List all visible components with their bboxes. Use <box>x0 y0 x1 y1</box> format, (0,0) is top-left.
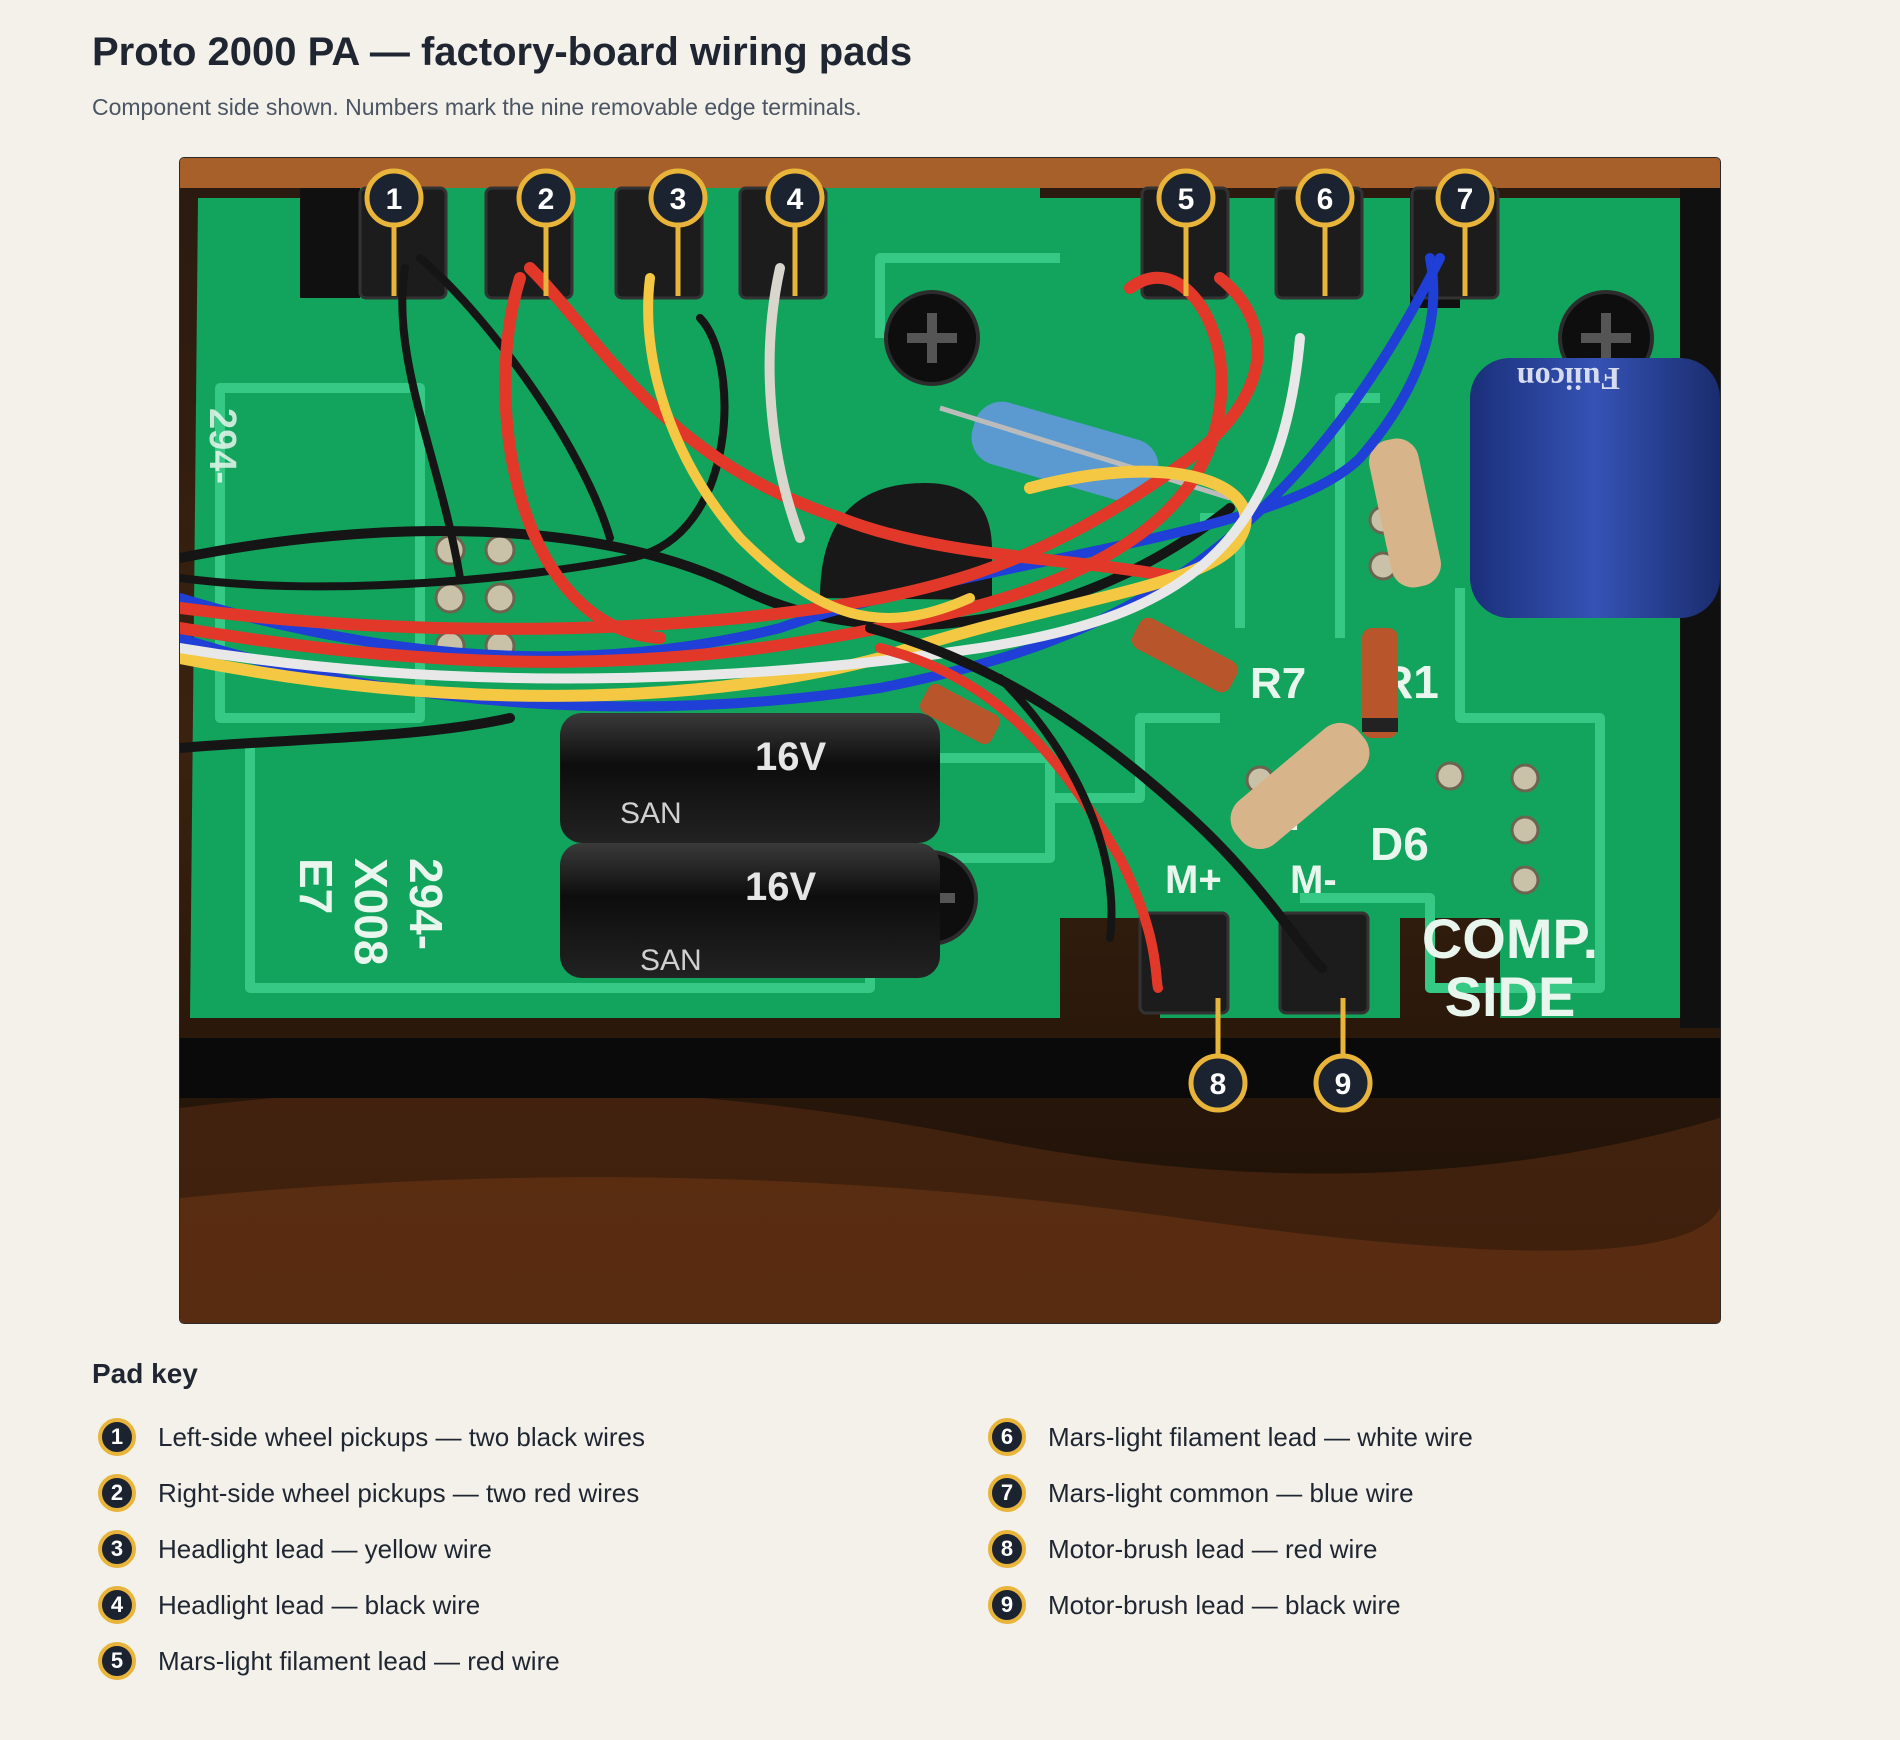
callout-3-label: 3 <box>670 183 687 216</box>
board-photo: COMP. SIDE 294- X008 E7 294- R1 R7 R2 D6… <box>180 158 1720 1323</box>
pad-key-text: Mars-light filament lead — white wire <box>1048 1421 1473 1452</box>
board-photo-svg: COMP. SIDE 294- X008 E7 294- R1 R7 R2 D6… <box>180 158 1720 1323</box>
callout-1: 1 <box>364 168 424 296</box>
electrolytic-capacitor-black: 16V 16V SAN SAN <box>560 713 940 978</box>
silk-m-plus: M+ <box>1165 858 1222 902</box>
pad-key-text: Headlight lead — black wire <box>158 1589 481 1620</box>
silk-side: SIDE <box>1445 965 1576 1028</box>
pad-key-item-8: 8 Motor-brush lead — red wire <box>988 1527 1377 1571</box>
callout-8-label: 8 <box>1210 1068 1227 1101</box>
callout-9: 9 <box>1313 998 1373 1113</box>
pad-key-badge: 6 <box>988 1418 1026 1456</box>
callout-7-label: 7 <box>1457 183 1474 216</box>
cap-voltage-1: 16V <box>755 735 826 779</box>
pad-key-text: Left-side wheel pickups — two black wire… <box>158 1421 645 1452</box>
pad-key-item-4: 4 Headlight lead — black wire <box>98 1583 480 1627</box>
cap-brand-2: SAN <box>640 944 702 977</box>
callout-5-label: 5 <box>1178 183 1195 216</box>
pad-key-item-5: 5 Mars-light filament lead — red wire <box>98 1639 560 1683</box>
pad-key-badge: 1 <box>98 1418 136 1456</box>
pad-key-text: Motor-brush lead — black wire <box>1048 1589 1401 1620</box>
cap-brand-1: SAN <box>620 797 682 830</box>
cap-blue-brand: Fuiicon <box>1517 361 1620 397</box>
pad-key-item-7: 7 Mars-light common — blue wire <box>988 1471 1414 1515</box>
callout-3: 3 <box>648 168 708 296</box>
callout-8: 8 <box>1188 998 1248 1113</box>
page-subtitle: Component side shown. Numbers mark the n… <box>92 94 862 120</box>
page-title: Proto 2000 PA — factory-board wiring pad… <box>92 30 913 74</box>
cap-voltage-2: 16V <box>745 865 816 909</box>
silk-part-number-1: 294- <box>400 858 452 950</box>
pad-key-text: Motor-brush lead — red wire <box>1048 1533 1378 1564</box>
silk-d6: D6 <box>1370 818 1429 870</box>
pad-key-item-1: 1 Left-side wheel pickups — two black wi… <box>98 1415 645 1459</box>
pad-key-text: Right-side wheel pickups — two red wires <box>158 1477 640 1508</box>
wire-bundle <box>180 253 1445 993</box>
callout-7: 7 <box>1435 168 1495 296</box>
callout-4-label: 4 <box>787 183 804 216</box>
silk-m-minus: M- <box>1290 858 1337 902</box>
pad-key-item-3: 3 Headlight lead — yellow wire <box>98 1527 492 1571</box>
pad-key-text: Headlight lead — yellow wire <box>158 1533 492 1564</box>
silk-part-number-3: E7 <box>290 858 342 914</box>
pad-key-badge: 8 <box>988 1530 1026 1568</box>
resistor-tan <box>1230 438 1441 850</box>
pad-key-item-9: 9 Motor-brush lead — black wire <box>988 1583 1401 1627</box>
circuit-board: COMP. SIDE 294- X008 E7 294- R1 R7 R2 D6… <box>180 186 1720 1028</box>
callout-2: 2 <box>516 168 576 296</box>
callout-5: 5 <box>1156 168 1216 296</box>
silk-part-number-2: X008 <box>345 858 397 965</box>
callout-1-label: 1 <box>386 183 403 216</box>
pad-key-item-6: 6 Mars-light filament lead — white wire <box>988 1415 1473 1459</box>
callout-6-label: 6 <box>1317 183 1334 216</box>
pad-key-badge: 2 <box>98 1474 136 1512</box>
pad-key-badge: 4 <box>98 1586 136 1624</box>
electrolytic-capacitor-blue: Fuiicon <box>1470 358 1720 618</box>
silk-r7: R7 <box>1250 659 1306 708</box>
pad-key-badge: 5 <box>98 1642 136 1680</box>
pad-key-text: Mars-light common — blue wire <box>1048 1477 1414 1508</box>
silk-comp: COMP. <box>1422 907 1598 970</box>
pad-key-text: Mars-light filament lead — red wire <box>158 1645 560 1676</box>
callout-2-label: 2 <box>538 183 555 216</box>
callout-4: 4 <box>765 168 825 296</box>
diode <box>919 617 1398 745</box>
pad-key-badge: 9 <box>988 1586 1026 1624</box>
pad-key-badge: 7 <box>988 1474 1026 1512</box>
pad-key-heading: Pad key <box>92 1358 198 1389</box>
callout-6: 6 <box>1295 168 1355 296</box>
pad-key-item-2: 2 Right-side wheel pickups — two red wir… <box>98 1471 639 1515</box>
callout-9-label: 9 <box>1335 1068 1352 1101</box>
silk-part-small: 294- <box>201 408 243 484</box>
pad-key-badge: 3 <box>98 1530 136 1568</box>
callouts: 1 2 3 4 5 <box>364 168 1495 1113</box>
